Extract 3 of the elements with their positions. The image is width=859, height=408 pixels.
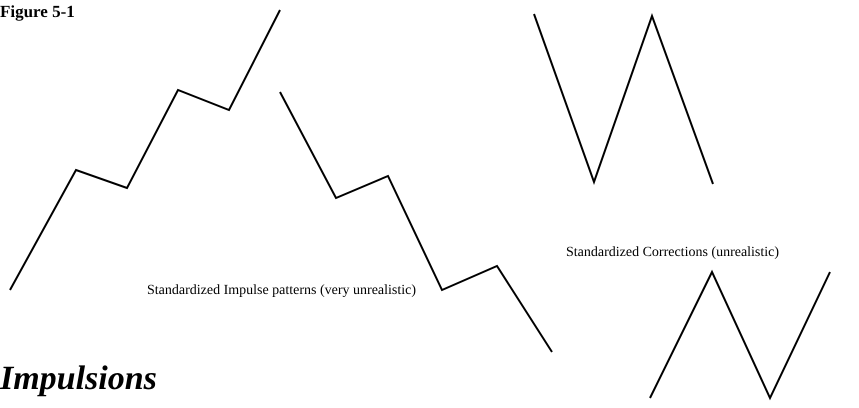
- pattern-caption: Standardized Impulse patterns (very unrealistic): [147, 283, 416, 299]
- pattern-caption: Standardized Corrections (unrealistic): [566, 245, 780, 261]
- figure-title: Figure 5-1: [0, 2, 75, 22]
